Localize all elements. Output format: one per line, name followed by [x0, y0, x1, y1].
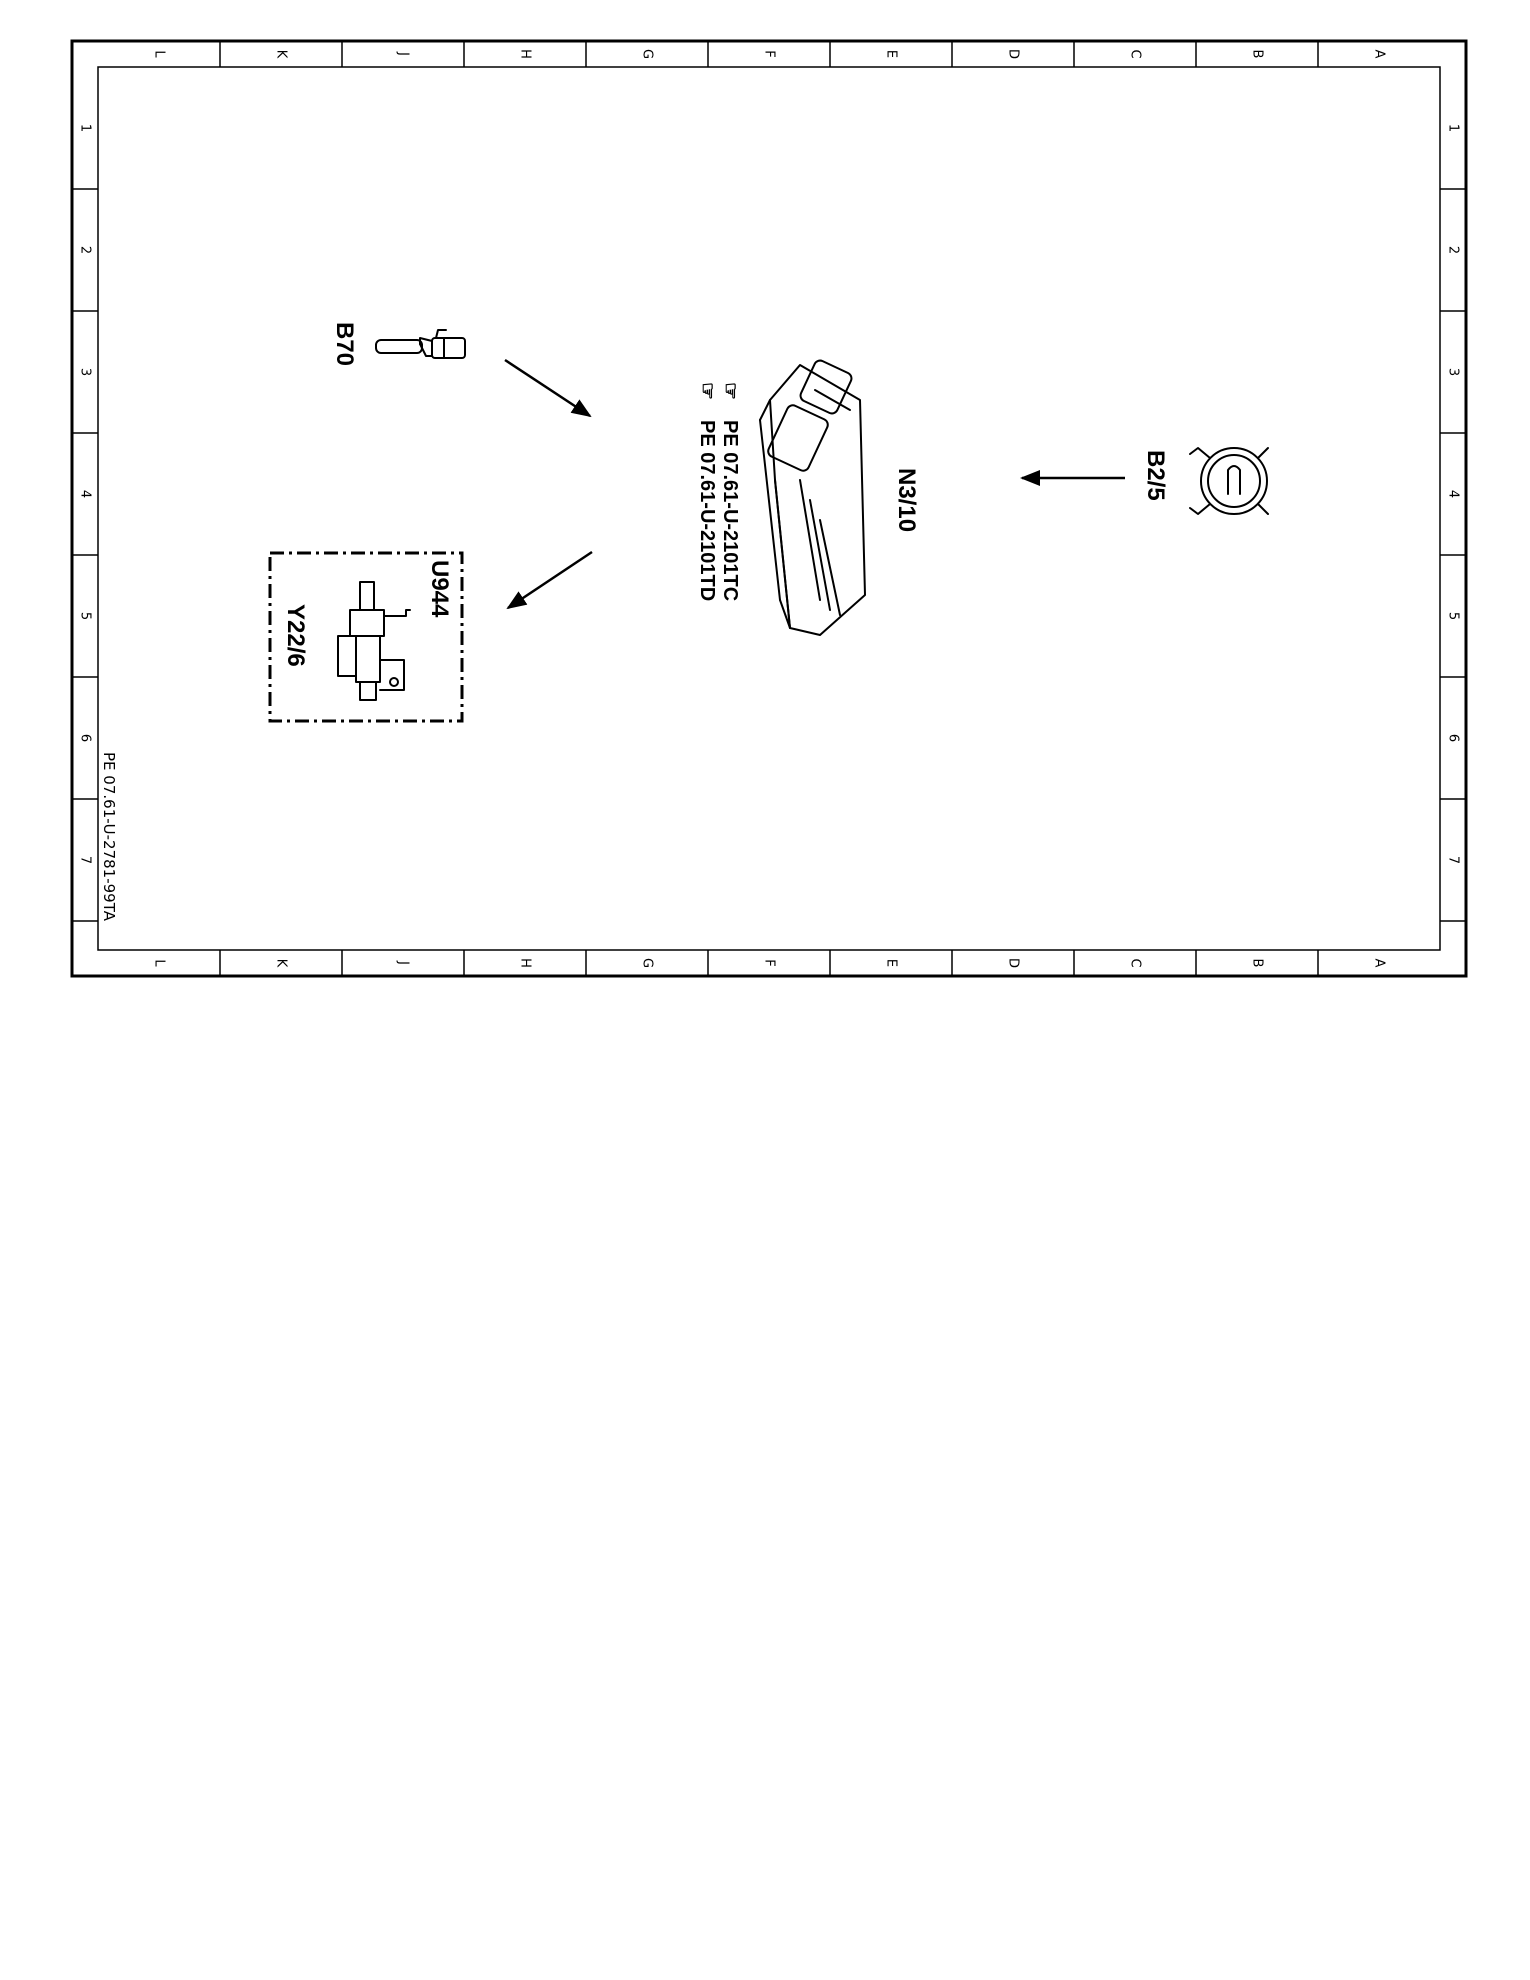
col-letter: G	[640, 958, 655, 968]
row-number: 7	[1446, 856, 1461, 864]
column-letters-bottom: L K J H G F E D C B A	[152, 958, 1387, 968]
row-grid-ticks	[72, 188, 1466, 922]
col-letter: D	[1006, 49, 1021, 59]
col-letter: C	[1128, 958, 1143, 967]
reference-link: PE 07.61-U-2101TC	[719, 420, 741, 601]
col-letter: C	[1128, 49, 1143, 58]
reference-item: ☞ PE 07.61-U-2101TD	[696, 382, 718, 601]
col-letter: F	[762, 50, 777, 57]
col-letter: K	[274, 50, 289, 59]
document-id: PE 07.61-U-2781-99TA	[100, 752, 118, 922]
col-letter: F	[762, 959, 777, 966]
row-number: 4	[1446, 490, 1461, 498]
u944-label: U944	[426, 560, 453, 618]
n3-10-label: N3/10	[893, 468, 920, 532]
row-number: 2	[78, 246, 93, 254]
row-numbers-right: 1 2 3 4 5 6 7	[1446, 124, 1461, 864]
col-letter: H	[518, 958, 533, 968]
row-number: 2	[1446, 246, 1461, 254]
col-letter: J	[396, 960, 411, 965]
row-number: 1	[1446, 124, 1461, 132]
inner-border	[97, 66, 1441, 951]
pointing-hand-icon: ☞	[719, 382, 741, 400]
y22-6-label: Y22/6	[282, 604, 309, 667]
arrow-ecu-to-y22-6	[506, 550, 593, 610]
col-letter: E	[884, 50, 899, 58]
reference-link: PE 07.61-U-2101TD	[696, 420, 718, 601]
reference-item: ☞ PE 07.61-U-2101TC	[719, 382, 741, 601]
col-letter: A	[1372, 959, 1387, 968]
row-number: 5	[1446, 612, 1461, 620]
sensor-icon	[375, 329, 466, 359]
col-letter: D	[1006, 958, 1021, 968]
row-number: 1	[78, 124, 93, 132]
round-sensor-icon	[1189, 447, 1269, 515]
row-number: 7	[78, 856, 93, 864]
b70-sensor: B70	[331, 322, 466, 366]
col-letter: L	[152, 959, 167, 967]
col-letter: A	[1372, 50, 1387, 59]
row-number: 4	[78, 490, 93, 498]
arrow-b70-to-ecu	[504, 358, 592, 418]
u944-group: U944 Y22/6	[268, 551, 464, 723]
n3-10-ecu: N3/10 ☞ PE 07.61-U-2101TC ☞ PE 07.61-U-2…	[696, 359, 920, 636]
valve-icon	[337, 581, 411, 701]
b2-5-sensor: B2/5	[1142, 447, 1269, 515]
ecu-icon	[759, 359, 866, 636]
outer-border	[70, 39, 1468, 978]
col-letter: H	[518, 49, 533, 59]
u944-dashed-box	[268, 551, 464, 723]
row-number: 5	[78, 612, 93, 620]
col-letter: L	[152, 50, 167, 58]
pointing-hand-icon: ☞	[696, 382, 718, 400]
reference-list: ☞ PE 07.61-U-2101TC ☞ PE 07.61-U-2101TD	[696, 382, 741, 601]
row-number: 3	[1446, 368, 1461, 376]
col-letter: E	[884, 959, 899, 967]
col-letter: K	[274, 959, 289, 968]
row-number: 6	[78, 734, 93, 742]
column-letters-top: L K J H G F E D C B A	[152, 49, 1387, 59]
b70-label: B70	[331, 322, 358, 366]
col-letter: J	[396, 51, 411, 56]
column-grid-ticks	[219, 41, 1319, 976]
col-letter: B	[1250, 50, 1265, 59]
row-number: 6	[1446, 734, 1461, 742]
col-letter: B	[1250, 959, 1265, 968]
row-numbers-left: 1 2 3 4 5 6 7	[78, 124, 93, 864]
b2-5-label: B2/5	[1142, 450, 1169, 501]
row-number: 3	[78, 368, 93, 376]
col-letter: G	[640, 49, 655, 59]
